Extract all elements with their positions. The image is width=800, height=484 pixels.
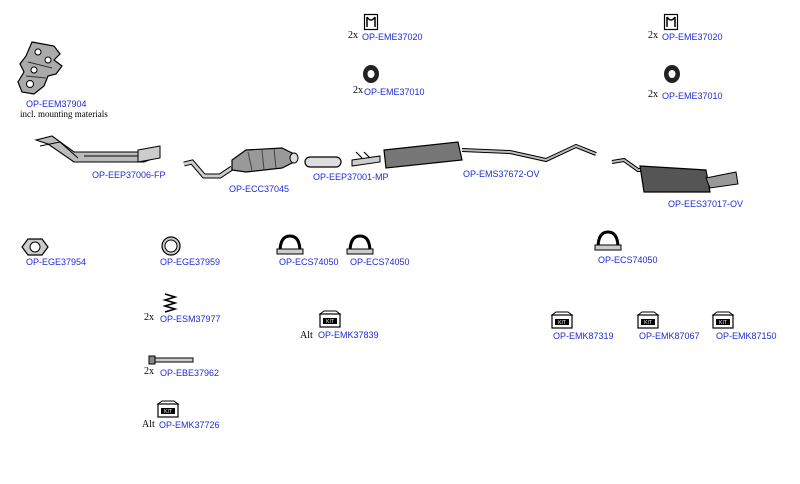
exhaust-manifold-icon <box>17 41 63 95</box>
part-code-link[interactable]: OP-EBE37962 <box>160 368 220 378</box>
part-code-link[interactable]: OP-EEM37904 <box>26 99 87 109</box>
middle-silencer-icon <box>351 141 597 169</box>
rubber-hanger-icon <box>363 13 379 31</box>
quantity-label: Alt <box>300 330 313 341</box>
part-code-link[interactable]: OP-EES37017-OV <box>668 199 744 209</box>
quantity-label: 2x <box>144 312 154 323</box>
part-code-link[interactable]: OP-ESM37977 <box>160 314 221 324</box>
part-code-link[interactable]: OP-EMK37839 <box>318 330 379 340</box>
kit-box-icon: KIT <box>318 310 342 328</box>
clamp-icon <box>594 230 622 251</box>
kit-box-icon: KIT <box>550 311 574 329</box>
part-code-link[interactable]: OP-ECS74050 <box>350 257 410 267</box>
kit-box-icon: KIT <box>156 400 180 418</box>
part-code-link[interactable]: OP-EGE37954 <box>26 257 87 267</box>
part-code-link[interactable]: OP-EMK87067 <box>639 331 700 341</box>
part-code-link[interactable]: OP-EME37020 <box>362 32 423 42</box>
kit-badge: KIT <box>558 320 566 326</box>
part-code-link[interactable]: OP-EME37020 <box>662 32 723 42</box>
part-code-link[interactable]: OP-ECS74050 <box>598 255 658 265</box>
kit-box-icon: KIT <box>711 311 735 329</box>
rubber-ring-icon <box>363 65 379 83</box>
part-code-link[interactable]: OP-EME37010 <box>662 91 723 101</box>
part-code-link[interactable]: OP-EMS37672-OV <box>463 169 540 179</box>
front-pipe-icon <box>34 135 161 163</box>
kit-badge: KIT <box>164 409 172 415</box>
ring-gasket-icon <box>161 236 181 256</box>
catalytic-converter-icon <box>183 147 299 179</box>
gasket-icon <box>21 238 49 256</box>
part-note: incl. mounting materials <box>20 109 108 119</box>
part-code-link[interactable]: OP-EMK87150 <box>716 331 777 341</box>
part-code-link[interactable]: OP-EGE37959 <box>160 257 221 267</box>
clamp-icon <box>276 234 304 255</box>
intermediate-pipe-icon <box>304 156 342 168</box>
part-code-link[interactable]: OP-EEP37006-FP <box>92 170 166 180</box>
kit-badge: KIT <box>719 320 727 326</box>
kit-box-icon: KIT <box>636 311 660 329</box>
part-code-link[interactable]: OP-EEP37001-MP <box>313 172 389 182</box>
quantity-label: 2x <box>648 89 658 100</box>
quantity-label: 2x <box>353 85 363 96</box>
rubber-hanger-icon <box>663 13 679 31</box>
part-code-link[interactable]: OP-EMK37726 <box>159 420 220 430</box>
clamp-icon <box>346 234 374 255</box>
quantity-label: 2x <box>348 30 358 41</box>
quantity-label: Alt <box>142 419 155 430</box>
part-code-link[interactable]: OP-EMK87319 <box>553 331 614 341</box>
part-code-link[interactable]: OP-ECC37045 <box>229 184 290 194</box>
rubber-ring-icon <box>664 65 680 83</box>
kit-badge: KIT <box>644 320 652 326</box>
spring-icon <box>162 293 178 313</box>
kit-badge: KIT <box>326 319 334 325</box>
part-code-link[interactable]: OP-ECS74050 <box>279 257 339 267</box>
quantity-label: 2x <box>648 30 658 41</box>
part-code-link[interactable]: OP-EME37010 <box>364 87 425 97</box>
end-silencer-icon <box>611 157 739 193</box>
quantity-label: 2x <box>144 366 154 377</box>
bolt-icon <box>148 355 194 365</box>
